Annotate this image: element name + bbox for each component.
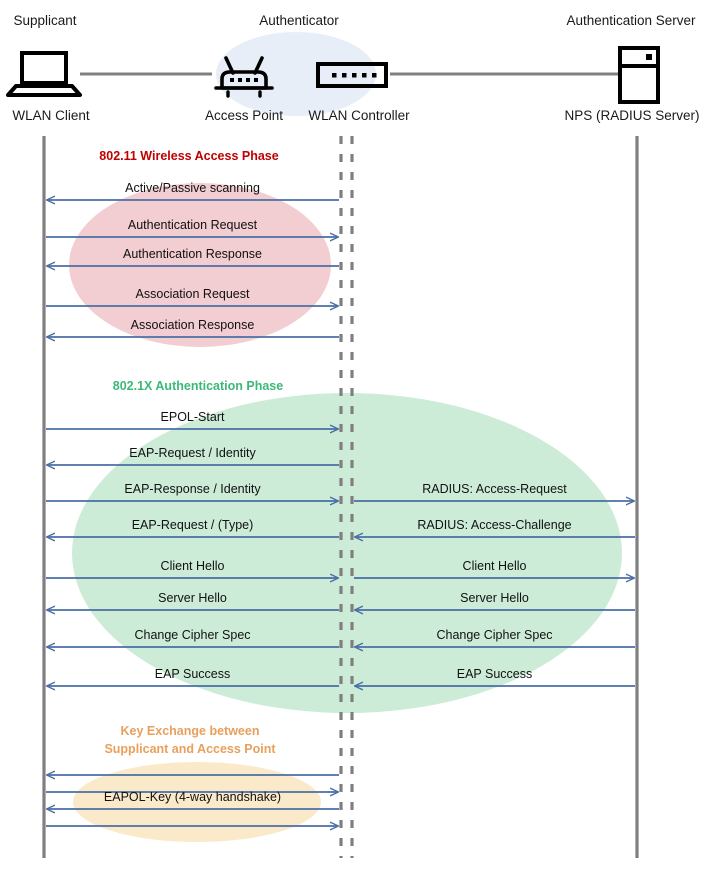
actor-role-supplicant: Supplicant xyxy=(13,13,77,28)
phase-label-line: 802.1X Authentication Phase xyxy=(112,379,284,393)
message-label-right-1: RADIUS: Access-Challenge xyxy=(417,518,572,532)
phase-label-phase-8021x: 802.1X Authentication Phase xyxy=(113,377,283,395)
laptop-icon xyxy=(6,51,82,97)
message-label-right-5: EAP Success xyxy=(456,667,533,681)
message-label-left-8: EAP-Request / (Type) xyxy=(131,518,254,532)
server-icon xyxy=(618,46,660,104)
authenticator-group-blob xyxy=(216,32,376,116)
lifelines-group xyxy=(42,136,639,858)
phase-label-line: 802.11 Wireless Access Phase xyxy=(99,149,279,163)
phase-ellipse-phase-keyexchange xyxy=(73,762,321,842)
phase-label-line: Supplicant and Access Point xyxy=(104,742,276,756)
message-label-left-2: Authentication Response xyxy=(123,247,262,261)
message-arrows-group xyxy=(46,200,635,826)
phase-label-phase-80211: 802.11 Wireless Access Phase xyxy=(99,147,278,165)
message-label-right-3: Server Hello xyxy=(460,591,529,605)
message-label-left-1: Authentication Request xyxy=(127,218,258,232)
message-label-right-0: RADIUS: Access-Request xyxy=(422,482,567,496)
message-label-left-5: EPOL-Start xyxy=(160,410,225,424)
message-label-left-4: Association Response xyxy=(130,318,255,332)
actor-device-nps: NPS (RADIUS Server) xyxy=(564,108,700,123)
message-label-left-7: EAP-Response / Identity xyxy=(124,482,261,496)
actor-role-authentication-server: Authentication Server xyxy=(566,13,696,28)
message-label-left-3: Association Request xyxy=(135,287,250,301)
actor-device-wlan-client: WLAN Client xyxy=(12,108,90,123)
phase-ellipse-phase-8021x xyxy=(72,393,622,713)
message-label-left-0: Active/Passive scanning xyxy=(125,181,260,195)
message-label-left-9: Client Hello xyxy=(160,559,225,573)
phase-label-line: Key Exchange between xyxy=(120,724,260,738)
message-label-left-11: Change Cipher Spec xyxy=(134,628,251,642)
access-point-icon xyxy=(214,56,274,98)
actor-device-access-point: Access Point xyxy=(204,108,284,123)
actor-role-authenticator: Authenticator xyxy=(259,13,339,28)
actor-device-wlan-controller: WLAN Controller xyxy=(308,108,410,123)
switch-icon xyxy=(316,62,388,88)
message-label-left-6: EAP-Request / Identity xyxy=(129,446,256,460)
message-label-left-10: Server Hello xyxy=(158,591,227,605)
message-label-right-2: Client Hello xyxy=(462,559,527,573)
message-label-right-4: Change Cipher Spec xyxy=(436,628,553,642)
message-label-left-15: EAPOL-Key (4-way handshake) xyxy=(103,790,282,804)
message-label-left-12: EAP Success xyxy=(154,667,231,681)
